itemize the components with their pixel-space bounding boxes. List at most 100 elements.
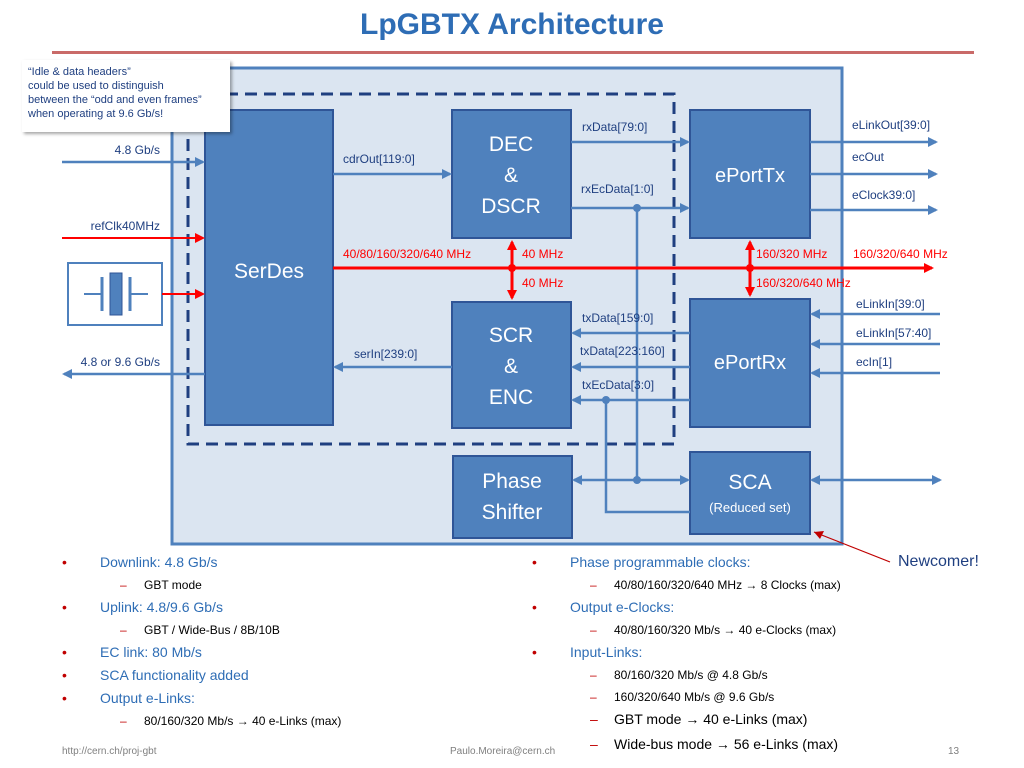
bus-node: [633, 204, 641, 212]
bullet-text: Input-Links:: [570, 644, 643, 660]
signal-rxdata: rxData[79:0]: [582, 120, 647, 134]
dash-marker: –: [120, 714, 127, 728]
eporttx-label: ePortTx: [715, 165, 785, 187]
bullet-text: Wide-bus mode → 56 e-Links (max): [614, 736, 839, 752]
bullet-item: •Output e-Links:: [62, 687, 502, 710]
scr-label-3: ENC: [489, 386, 533, 409]
dec-dscr-block: DEC & DSCR: [451, 109, 572, 239]
sub-bullet-item: –80/160/320 Mb/s @ 4.8 Gb/s: [532, 664, 972, 686]
signal-in-4-8: 4.8 Gb/s: [115, 143, 160, 157]
signal-elinkout: eLinkOut[39:0]: [852, 118, 930, 132]
signal-txecdata: txEcData[3:0]: [582, 378, 654, 392]
note-line: when operating at 9.6 Gb/s!: [28, 108, 164, 120]
scr-label-2: &: [504, 355, 518, 378]
bullet-marker: •: [62, 554, 67, 570]
bullet-list-right: • Phase programmable clocks: – 40/80/160/32…: [532, 551, 972, 758]
signal-txdata1: txData[159:0]: [582, 311, 653, 325]
sca-label: SCA: [728, 471, 771, 494]
phase-label-2: Shifter: [482, 501, 543, 524]
clock-rx-label: 160/320/640 MHz: [756, 276, 851, 290]
scr-label-1: SCR: [489, 324, 533, 347]
bullet-item: • Input-Links:: [532, 641, 972, 664]
signal-ecin: ecIn[1]: [856, 355, 892, 369]
sub-bullet-item: – GBT / Wide-Bus / 8B/10B: [62, 619, 502, 641]
bullet-text: Output e-Links:: [100, 690, 195, 706]
bullet-text: 160/320/640 Mb/s @ 9.6 Gb/s: [614, 690, 775, 704]
bullet-item: • EC link: 80 Mb/s: [62, 641, 502, 664]
bullet-marker: •: [532, 644, 537, 660]
clock-scr-label: 40 MHz: [522, 276, 563, 290]
page-number: 13: [948, 746, 960, 757]
dash-marker: –: [590, 623, 597, 637]
clock-node: [746, 264, 754, 272]
clock-tx-label: 160/320 MHz: [756, 247, 827, 261]
sub-bullet-item: – GBT mode: [62, 574, 502, 596]
bullet-text: 40/80/160/320 Mb/s → 40 e-Clocks (max): [614, 623, 837, 637]
bullet-text: 40/80/160/320/640 MHz → 8 Clocks (max): [614, 578, 841, 592]
dash-marker: –: [120, 578, 127, 592]
signal-refclk: refClk40MHz: [91, 219, 160, 233]
dash-marker: –: [590, 668, 597, 682]
bullet-marker: •: [532, 554, 537, 570]
serdes-label: SerDes: [234, 260, 304, 283]
bullet-text: EC link: 80 Mb/s: [100, 644, 202, 660]
bullet-item: • Uplink: 4.8/9.6 Gb/s: [62, 596, 502, 619]
bullet-marker: •: [62, 599, 67, 615]
dash-marker: –: [590, 711, 598, 727]
note-line: between the “odd and even frames”: [28, 94, 202, 106]
sub-bullet-item: – 40/80/160/320/640 MHz → 8 Clocks (max): [532, 574, 972, 596]
eportrx-label: ePortRx: [714, 352, 786, 374]
sca-block: SCA (Reduced set): [689, 451, 811, 535]
bullet-marker: •: [62, 644, 67, 660]
footer-url: http://cern.ch/proj-gbt: [62, 746, 157, 757]
bullet-text: GBT mode → 40 e-Links (max): [614, 711, 808, 727]
signal-rxecdata: rxEcData[1:0]: [581, 182, 654, 196]
header-note: “Idle & data headers” could be used to d…: [22, 60, 230, 132]
dash-marker: –: [590, 690, 597, 704]
eporttx-block: ePortTx: [689, 109, 811, 239]
bullet-item: • Downlink: 4.8 Gb/s: [62, 551, 502, 574]
sub-bullet-item: – 80/160/320 Mb/s → 40 e-Links (max): [62, 710, 502, 732]
clock-dec-label: 40 MHz: [522, 247, 563, 261]
signal-ecout: ecOut: [852, 150, 885, 164]
bullet-text: 80/160/320 Mb/s → 40 e-Links (max): [144, 714, 342, 728]
bullet-text: Uplink: 4.8/9.6 Gb/s: [100, 599, 223, 615]
bullet-marker: •: [532, 599, 537, 615]
bullet-list-left: • Downlink: 4.8 Gb/s – GBT mode • Uplink: 4.8…: [62, 551, 502, 732]
newcomer-callout: Newcomer!: [898, 553, 979, 570]
txec-bus: [604, 400, 690, 514]
dec-label-2: &: [504, 164, 518, 187]
bullet-text: Phase programmable clocks:: [570, 554, 751, 570]
note-line: could be used to distinguish: [28, 80, 164, 92]
phase-shifter-block: Phase Shifter: [452, 455, 573, 539]
sub-bullet-item: – 40/80/160/320 Mb/s → 40 e-Clocks (max): [532, 619, 972, 641]
bus-node: [633, 476, 641, 484]
signal-txdata2: txData[223:160]: [580, 344, 665, 358]
dec-label-1: DEC: [489, 133, 533, 156]
crystal-icon: [67, 262, 163, 326]
signal-out: 4.8 or 9.6 Gb/s: [81, 355, 160, 369]
bullet-text: Downlink: 4.8 Gb/s: [100, 554, 218, 570]
title-divider: [52, 51, 974, 54]
newcomer-pointer: [813, 531, 891, 563]
bullet-text: Output e-Clocks:: [570, 599, 675, 615]
clock-serdes-label: 40/80/160/320/640 MHz: [343, 247, 471, 261]
sca-sublabel: (Reduced set): [709, 500, 791, 515]
footer-email: Paulo.Moreira@cern.ch: [450, 746, 556, 757]
dash-marker: –: [120, 623, 127, 637]
clock-out-label: 160/320/640 MHz: [853, 247, 948, 261]
dash-marker: –: [590, 736, 598, 752]
bus-node: [602, 396, 610, 404]
signal-cdrout: cdrOut[119:0]: [343, 152, 415, 166]
sub-bullet-item: –Wide-bus mode → 56 e-Links (max): [532, 733, 972, 758]
bullet-text: GBT / Wide-Bus / 8B/10B: [144, 623, 280, 637]
clock-node: [508, 264, 516, 272]
signal-serin: serIn[239:0]: [354, 347, 417, 361]
bullet-text: GBT mode: [144, 578, 202, 592]
bullet-item: • Output e-Clocks:: [532, 596, 972, 619]
dash-marker: –: [590, 578, 597, 592]
signal-eclock: eClock39:0]: [852, 188, 915, 202]
signal-elinkin1: eLinkIn[39:0]: [856, 297, 925, 311]
scr-enc-block: SCR & ENC: [451, 301, 572, 429]
sub-bullet-item: – 160/320/640 Mb/s @ 9.6 Gb/s: [532, 686, 972, 708]
